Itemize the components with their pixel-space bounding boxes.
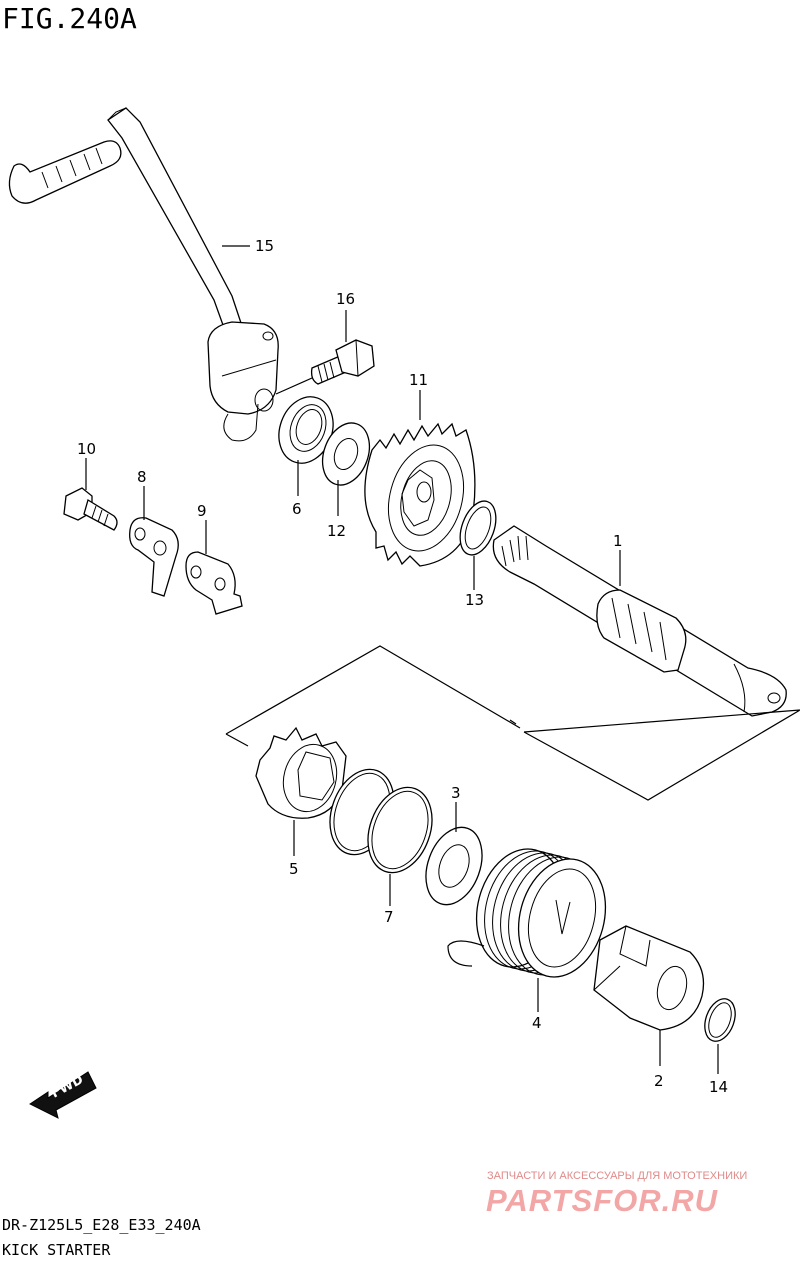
callout-6: 6 (292, 500, 302, 518)
part-1-kick-shaft[interactable] (492, 525, 787, 717)
part-9-plate[interactable] (185, 551, 243, 615)
callout-11: 11 (409, 371, 428, 389)
part-5-washer[interactable] (416, 820, 492, 913)
callout-8: 8 (137, 468, 147, 486)
fwd-arrow-icon: FWD (29, 1071, 97, 1119)
part-14-circlip[interactable] (699, 995, 740, 1046)
part-15-kick-lever[interactable] (8, 107, 313, 442)
callout-4: 4 (532, 1014, 542, 1032)
callout-5: 3 (451, 784, 461, 802)
watermark-tagline: ЗАПЧАСТИ И АКСЕССУАРЫ ДЛЯ МОТОТЕХНИКИ (487, 1170, 748, 1182)
callout-2: 2 (654, 1072, 664, 1090)
figure-title: FIG.240A (2, 2, 137, 35)
callout-12: 12 (327, 522, 346, 540)
section-name: KICK STARTER (2, 1241, 111, 1259)
callout-3: 7 (384, 908, 394, 926)
part-7-ratchet[interactable] (255, 726, 347, 819)
callout-7: 5 (289, 860, 299, 878)
part-2-guide[interactable] (593, 925, 705, 1031)
part-16-bolt[interactable] (310, 339, 375, 385)
part-12-washer[interactable] (314, 416, 377, 491)
callout-15: 15 (255, 237, 274, 255)
part-3-spring[interactable] (319, 760, 443, 881)
part-13-circlip[interactable] (453, 496, 502, 560)
part-11-kick-gear[interactable] (364, 422, 476, 567)
callout-13: 13 (465, 591, 484, 609)
callout-10: 10 (77, 440, 96, 458)
watermark-logo: PARTSFOR.RU (486, 1183, 719, 1218)
subassembly-frame (225, 645, 800, 801)
callout-16: 16 (336, 290, 355, 308)
callout-1: 1 (613, 532, 623, 550)
callout-14: 14 (709, 1078, 728, 1096)
part-10-bolt[interactable] (63, 487, 118, 531)
model-code: DR-Z125L5_E28_E33_240A (2, 1216, 201, 1234)
callout-9: 9 (197, 502, 207, 520)
part-6-oil-seal[interactable] (270, 389, 342, 471)
part-8-plate[interactable] (129, 517, 179, 597)
part-4-kick-spring[interactable] (447, 839, 618, 987)
